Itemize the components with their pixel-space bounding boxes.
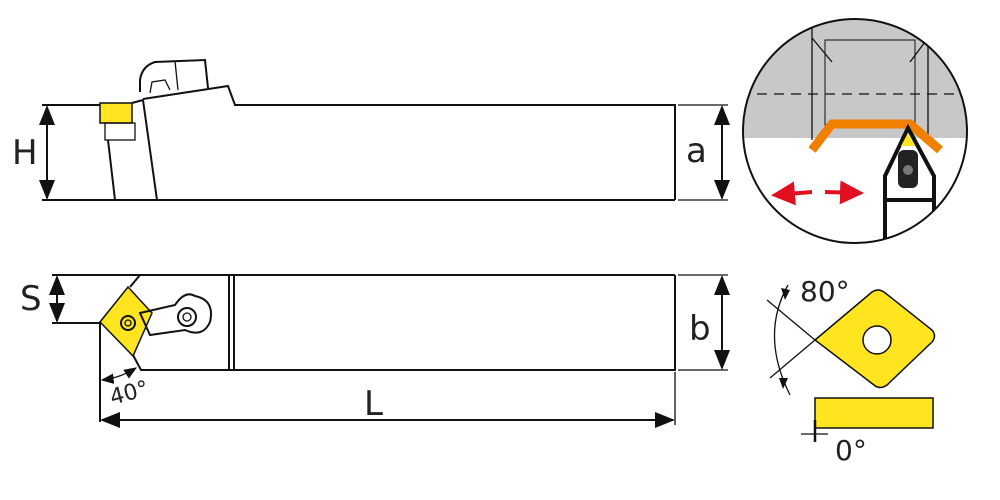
label-S: S	[20, 279, 42, 319]
insert-detail: 80° 0°	[766, 275, 936, 467]
label-a: a	[686, 131, 707, 171]
side-view: H a	[12, 58, 730, 201]
label-angle-40: 40°	[107, 376, 151, 410]
top-view: S b L 40°	[20, 274, 730, 428]
label-angle-0: 0°	[835, 434, 867, 467]
insert-side	[99, 102, 133, 124]
insert-side-detail	[814, 397, 934, 429]
label-H: H	[12, 133, 38, 173]
label-b: b	[689, 309, 711, 349]
label-angle-80: 80°	[800, 275, 850, 308]
machining-detail	[742, 18, 968, 244]
label-L: L	[364, 384, 383, 424]
